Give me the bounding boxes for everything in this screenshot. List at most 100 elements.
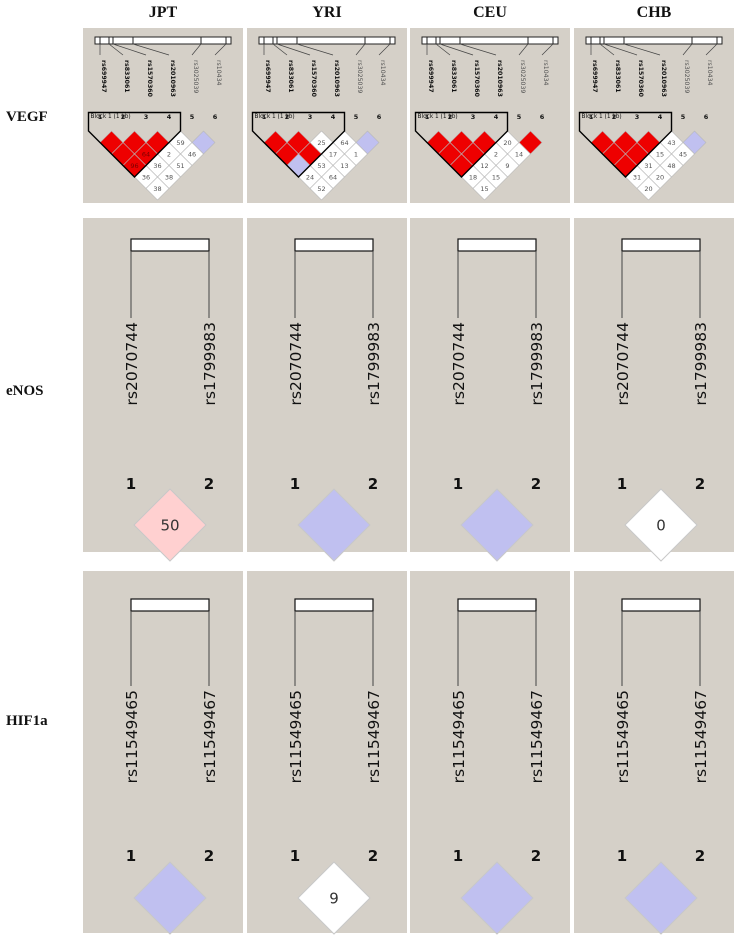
hif1a-snp-label: rs11549467 (528, 690, 546, 783)
vegf-map-connector (623, 43, 661, 56)
col-header-2: YRI (312, 4, 342, 21)
enos-marker-number: 2 (531, 475, 541, 493)
enos-snp-label: rs1799983 (365, 322, 383, 405)
vegf-map-connector (541, 43, 554, 56)
vegf-block-outline (414, 111, 509, 178)
vegf-marker-number: 3 (471, 113, 476, 121)
vegf-marker-number: 1 (425, 113, 430, 121)
enos-ld-cell (133, 488, 207, 562)
vegf-snp-label: rs2010963 (496, 60, 503, 97)
enos-snp-label: rs1799983 (692, 322, 710, 405)
vegf-ld-value: 15 (492, 173, 500, 181)
vegf-snp-label: rs3025039 (356, 60, 363, 93)
vegf-snp-label: rs10434 (379, 60, 386, 86)
vegf-ld-value: 51 (176, 162, 184, 170)
hif1a-snp-label: rs11549467 (201, 690, 219, 783)
enos-marker-number: 2 (695, 475, 705, 493)
enos-map-bar (457, 238, 537, 252)
vegf-marker-number: 4 (167, 113, 172, 121)
hif1a-snp-label: rs11549467 (692, 690, 710, 783)
enos-marker-number: 1 (617, 475, 627, 493)
hif1a-ld-cell (297, 861, 371, 935)
vegf-ld-value: 36 (142, 173, 150, 181)
vegf-snp-label: rs1570360 (146, 60, 153, 98)
hif1a-marker-number: 2 (368, 847, 378, 865)
hif1a-marker-number: 2 (695, 847, 705, 865)
hif1a-snp-label: rs11549465 (614, 690, 632, 783)
vegf-snp-label: rs1570360 (473, 60, 480, 98)
enos-snp-label: rs2070744 (614, 322, 632, 405)
enos-marker-number: 1 (453, 475, 463, 493)
enos-marker-number: 1 (126, 475, 136, 493)
row-header-hif1a: HIF1a (6, 713, 48, 729)
enos-snp-label: rs2070744 (450, 322, 468, 405)
vegf-ld-value: 31 (644, 162, 652, 170)
vegf-ld-value: 1 (354, 150, 358, 158)
vegf-map-connector (439, 43, 474, 56)
vegf-panel-3: rs699947 rs833061 rs1570360 rs2010963 rs3025… (410, 28, 570, 203)
vegf-block-label: Block 1 (1 kb) (582, 114, 622, 120)
vegf-map-connector (599, 43, 615, 56)
vegf-ld-value: 64 (340, 139, 348, 147)
vegf-ld-value: 38 (153, 185, 161, 193)
enos-marker-number: 2 (368, 475, 378, 493)
hif1a-map-bar (457, 598, 537, 612)
vegf-ld-value: 46 (188, 150, 196, 158)
vegf-map-connector (682, 43, 693, 56)
row-header-vegf: VEGF (6, 109, 48, 125)
vegf-ld-cell (472, 176, 497, 201)
vegf-map-connector (355, 43, 366, 56)
panel-svg: rs699947 rs833061 rs1570360 rs2010963 rs3025… (414, 36, 559, 201)
enos-ld-cell (297, 488, 371, 562)
vegf-map-connector (296, 43, 334, 56)
vegf-snp-label: rs699947 (427, 60, 434, 93)
vegf-marker-number: 1 (589, 113, 594, 121)
vegf-marker-number: 4 (494, 113, 499, 121)
vegf-ld-value: 18 (469, 173, 477, 181)
hif1a-marker-number: 1 (126, 847, 136, 865)
vegf-ld-value: 38 (165, 173, 173, 181)
vegf-snp-label: rs3025039 (192, 60, 199, 93)
vegf-ld-value: 20 (644, 185, 652, 193)
vegf-block-outline (87, 111, 182, 178)
vegf-marker-number: 3 (308, 113, 313, 121)
vegf-map-connector (272, 43, 288, 56)
vegf-ld-cell (636, 176, 661, 201)
vegf-marker-number: 2 (285, 113, 290, 121)
hif1a-map-bar (621, 598, 701, 612)
vegf-map-connector (518, 43, 529, 56)
vegf-map-connector (459, 43, 497, 56)
vegf-map-bar (258, 36, 396, 45)
vegf-marker-number: 6 (540, 113, 545, 121)
hif1a-marker-number: 1 (453, 847, 463, 865)
vegf-snp-label: rs833061 (614, 60, 621, 93)
vegf-snp-label: rs833061 (287, 60, 294, 93)
vegf-ld-value: 59 (176, 139, 184, 147)
enos-snp-label: rs1799983 (528, 322, 546, 405)
hif1a-snp-label: rs11549467 (365, 690, 383, 783)
vegf-snp-label: rs3025039 (519, 60, 526, 93)
enos-panel-3: rs2070744 rs1799983 1 2 (410, 218, 570, 562)
vegf-marker-number: 2 (612, 113, 617, 121)
vegf-ld-value: 64 (329, 173, 337, 181)
hif1a-snp-label: rs11549465 (123, 690, 141, 783)
panel-svg: rs2070744 rs1799983 1 2 (450, 238, 546, 562)
enos-marker-number: 1 (290, 475, 300, 493)
vegf-ld-value: 43 (667, 139, 675, 147)
vegf-ld-value: 24 (306, 173, 314, 181)
enos-map-bar (294, 238, 374, 252)
vegf-ld-value: 20 (656, 173, 664, 181)
vegf-snp-label: rs699947 (264, 60, 271, 93)
hif1a-marker-number: 1 (290, 847, 300, 865)
vegf-snp-label: rs833061 (450, 60, 457, 93)
vegf-ld-value: 2 (167, 150, 171, 158)
enos-ld-cell (460, 488, 534, 562)
hif1a-marker-number: 1 (617, 847, 627, 865)
